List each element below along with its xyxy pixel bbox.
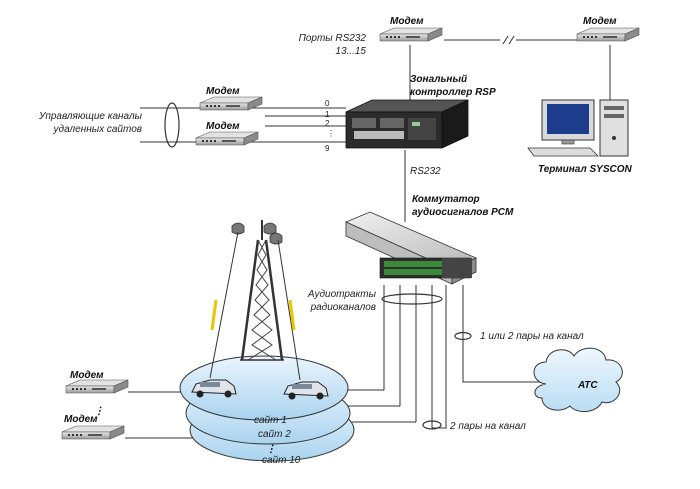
- rsp-port-9: 9: [325, 144, 330, 153]
- modem-bottom-1-icon: [65, 379, 129, 394]
- modem-top-right-icon: [576, 27, 640, 42]
- control-channels-line2: удаленных сайтов: [53, 124, 142, 135]
- modem-top-center-label: Модем: [390, 16, 424, 27]
- modem-bottom-2-icon: [61, 425, 125, 440]
- modem-top-right-label: Модем: [583, 16, 617, 27]
- modem-left-1-label: Модем: [206, 86, 240, 97]
- rsp-port-2: 2: [325, 119, 330, 128]
- rsp-port-1: 1: [325, 110, 330, 119]
- ats-label: АТС: [577, 380, 598, 391]
- car-left-icon: [191, 379, 237, 398]
- sites-ellipsis: ⋮: [266, 444, 276, 455]
- modem-bottom-1-label: Модем: [70, 370, 104, 381]
- rs232-label: RS232: [410, 166, 441, 177]
- rsp-port-0: 0: [325, 99, 330, 108]
- terminal-label: Терминал SYSCON: [538, 164, 633, 175]
- pairs-2-label: 2 пары на канал: [449, 421, 526, 432]
- terminal-pc-icon: [527, 99, 629, 157]
- site-1-label: сайт 1: [254, 415, 287, 426]
- site-2-label: сайт 2: [258, 429, 291, 440]
- switch-label-line2: аудиосигналов PCM: [412, 207, 514, 218]
- audio-paths-line1: Аудиотракты: [307, 289, 377, 300]
- modem-left-2-label: Модем: [206, 121, 240, 132]
- rsp-port-ellipsis: ⋮: [327, 129, 335, 138]
- modem-top-center-icon: [379, 27, 443, 42]
- control-channels-line1: Управляющие каналы: [38, 111, 143, 122]
- rsp-controller-icon: [345, 99, 469, 149]
- modem-left-1-icon: [199, 96, 263, 111]
- site-10-label: сайт 10: [262, 455, 301, 466]
- sites-stack: [179, 355, 355, 462]
- bottom-modems-ellipsis: ⋮: [94, 406, 104, 417]
- car-right-icon: [283, 381, 329, 400]
- ports-rs232-line2: 13...15: [335, 46, 366, 57]
- radio-tower: [209, 220, 301, 381]
- ats-cloud: [533, 347, 623, 412]
- pcm-switch-icon: [344, 211, 477, 285]
- rsp-label-line2: контроллер RSP: [410, 87, 496, 98]
- pairs-1-2-label: 1 или 2 пары на канал: [480, 331, 584, 342]
- ports-rs232-line1: Порты RS232: [299, 33, 367, 44]
- switch-label-line1: Коммутатор: [412, 194, 480, 205]
- modem-bottom-2-label: Модем: [64, 414, 98, 425]
- rsp-label-line1: Зональный: [410, 74, 467, 85]
- audio-paths-line2: радиоканалов: [310, 302, 376, 313]
- modem-left-2-icon: [195, 131, 259, 146]
- wires: [125, 35, 611, 439]
